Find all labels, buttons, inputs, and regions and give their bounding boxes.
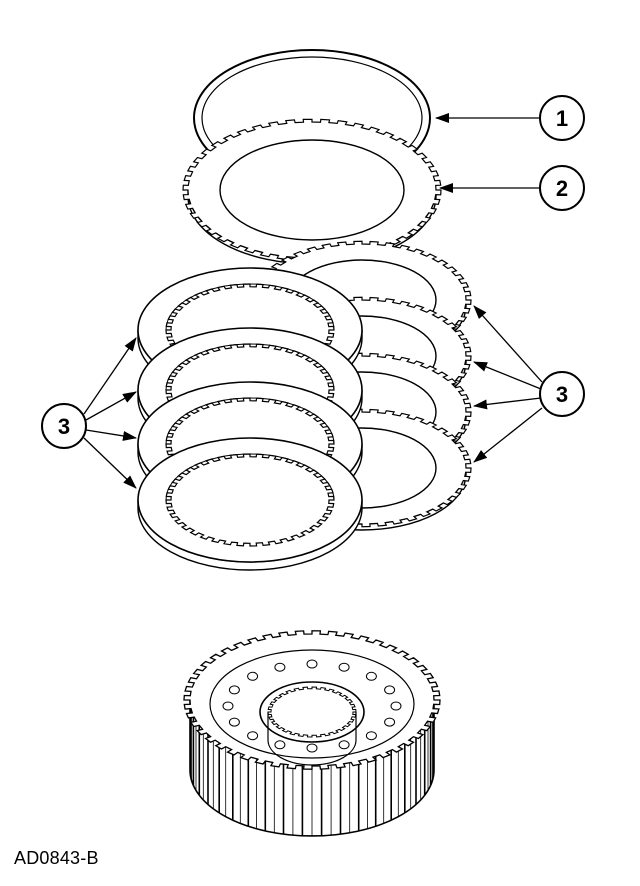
callout-2: 2 <box>539 165 585 211</box>
leader-3l-a <box>83 337 137 415</box>
leader-3l-c <box>85 429 137 441</box>
friction-plate-4 <box>137 437 363 571</box>
leader-3r-c <box>473 397 542 410</box>
callout-3-left: 3 <box>41 403 87 449</box>
callout-3-left-circle <box>41 403 87 449</box>
leader-3l-b <box>85 391 137 421</box>
callout-1: 1 <box>539 95 585 141</box>
callout-2-label: 2 <box>556 176 568 201</box>
figure-code: AD0843-B <box>14 848 99 868</box>
callout-3-right-circle <box>539 371 585 417</box>
leader-3r-d <box>473 407 543 463</box>
leader-3l-d <box>83 437 137 489</box>
callout-3-left-label: 3 <box>58 414 70 439</box>
leader-3r-a <box>473 305 543 383</box>
callout-3-right-label: 3 <box>556 382 568 407</box>
callout-layer: 1 2 3 3 <box>41 95 585 489</box>
leader-3r-b <box>473 361 542 390</box>
parts-layer <box>137 49 472 837</box>
callout-1-label: 1 <box>556 106 568 131</box>
callout-3-right: 3 <box>539 371 585 417</box>
pressure-plate <box>182 118 442 265</box>
clutch-hub <box>183 630 441 837</box>
